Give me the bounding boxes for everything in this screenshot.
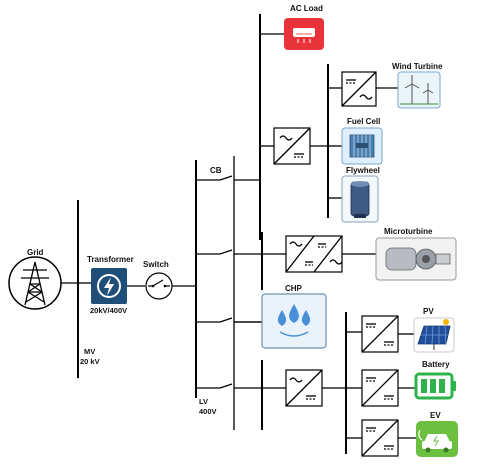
transformer-label: Transformer	[87, 255, 134, 264]
switch-icon	[148, 279, 170, 288]
breaker-2	[196, 249, 262, 255]
grid-label: Grid	[27, 248, 44, 257]
transformer-rating: 20kV/400V	[90, 306, 127, 315]
lv-label: LV	[199, 397, 208, 406]
circuit-breakers	[196, 175, 262, 389]
switch-label: Switch	[143, 260, 169, 269]
wind-turbine-node: Wind Turbine	[392, 62, 443, 109]
ev-node: EV	[416, 411, 458, 457]
mv-voltage-label: 20 kV	[80, 357, 100, 366]
transformer-ring	[97, 274, 121, 298]
ac-load-node: AC Load	[260, 4, 324, 50]
pv-node: PV	[413, 307, 455, 353]
flywheel-icon	[350, 181, 370, 218]
breaker-1	[196, 175, 260, 181]
wind-turbine-box	[397, 71, 441, 109]
chp-node: CHP	[261, 284, 327, 349]
air-conditioner-icon	[293, 28, 315, 43]
fuel-cell-label: Fuel Cell	[347, 117, 380, 126]
breaker-4	[196, 383, 262, 389]
switch-node: Switch	[143, 260, 173, 300]
transmission-tower-icon	[21, 261, 49, 306]
ac-dc-symbol	[273, 127, 311, 165]
water-drops-icon	[277, 304, 311, 337]
pv-label: PV	[423, 307, 434, 316]
flywheel-node: Flywheel	[341, 166, 380, 223]
microturbine-icon	[385, 247, 451, 271]
fuel-cell-icon	[349, 134, 375, 158]
ac-dc-ac-symbol	[285, 235, 343, 273]
battery-icon	[414, 372, 456, 400]
wind-turbine-icon	[400, 75, 438, 105]
transformer-node: Transformer 20kV/400V	[87, 255, 134, 315]
dc-ac-symbol	[341, 71, 377, 107]
electric-car-icon	[418, 429, 452, 453]
microturbine-label: Microturbine	[384, 227, 433, 236]
flywheel-label: Flywheel	[346, 166, 380, 175]
lightning-icon	[104, 277, 114, 296]
solar-panel-icon	[417, 319, 451, 350]
grid-node: Grid	[8, 248, 62, 310]
ac-load-label: AC Load	[290, 4, 323, 13]
chp-label: CHP	[285, 284, 303, 293]
dc-dc-symbol-battery	[361, 369, 399, 407]
fuel-cell-node: Fuel Cell	[341, 117, 383, 165]
microturbine-node: Microturbine	[375, 227, 457, 281]
ac-dc-symbol-lower	[285, 369, 323, 407]
wind-turbine-label: Wind Turbine	[392, 62, 443, 71]
battery-node: Battery	[414, 360, 456, 400]
microturbine-converter	[285, 235, 343, 273]
ev-label: EV	[430, 411, 441, 420]
dc-dc-symbol-ev	[361, 419, 399, 457]
dc-dc-symbol-pv	[361, 315, 399, 353]
cb-label: CB	[210, 166, 222, 175]
mv-label: MV	[84, 347, 95, 356]
lv-voltage-label: 400V	[199, 407, 217, 416]
battery-label: Battery	[422, 360, 450, 369]
